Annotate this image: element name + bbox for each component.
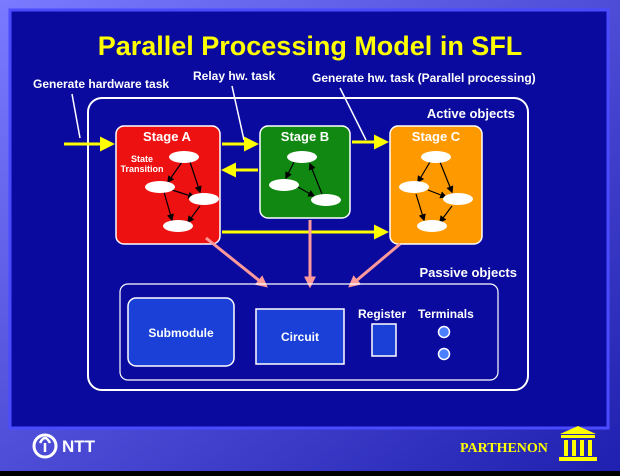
leader-line-parallel	[339, 87, 367, 141]
terminal-dot	[437, 347, 451, 361]
ntt-logo: NTT	[32, 433, 96, 459]
state-transition-label-line2: Transition	[120, 164, 163, 174]
arrow-a-to-circuit	[205, 236, 268, 288]
passive-access-arrows	[205, 220, 401, 289]
terminal-dot	[437, 325, 451, 339]
parthenon-brand: PARTHENON	[460, 426, 597, 461]
arrow-c-to-circuit	[348, 242, 401, 288]
stage-b-state-machine	[269, 151, 341, 206]
register-label: Register	[358, 307, 406, 321]
state-transition-label-line1: State	[131, 154, 153, 164]
ntt-logo-icon	[32, 433, 58, 459]
slide-title: Parallel Processing Model in SFL	[98, 31, 523, 61]
stage-a-label: Stage A	[143, 129, 192, 144]
generate-hw-task-parallel-label: Generate hw. task (Parallel processing)	[312, 71, 536, 85]
terminals-label: Terminals	[418, 307, 474, 321]
stage-c-box	[389, 125, 483, 245]
stage-c-state-machine	[399, 151, 473, 232]
relay-hw-task-label: Relay hw. task	[193, 69, 276, 83]
register-box	[371, 323, 397, 357]
leader-line-relay	[231, 85, 245, 141]
stage-a-state-machine	[145, 151, 219, 232]
parthenon-text: PARTHENON	[460, 441, 548, 456]
ntt-logo-text: NTT	[62, 437, 96, 456]
circuit-box	[255, 308, 345, 365]
passive-objects-label: Passive objects	[419, 265, 517, 280]
objects-container	[87, 97, 529, 391]
leader-line-generate	[71, 93, 81, 139]
generate-hardware-task-label: Generate hardware task	[33, 77, 169, 91]
circuit-label: Circuit	[281, 330, 319, 344]
stage-c-label: Stage C	[412, 129, 461, 144]
active-objects-label: Active objects	[427, 106, 515, 121]
passive-objects-box	[119, 283, 499, 381]
submodule-box	[127, 297, 235, 367]
task-flow-arrows	[64, 134, 389, 240]
stage-b-label: Stage B	[281, 129, 329, 144]
temple-icon	[559, 426, 597, 461]
submodule-label: Submodule	[148, 326, 214, 340]
